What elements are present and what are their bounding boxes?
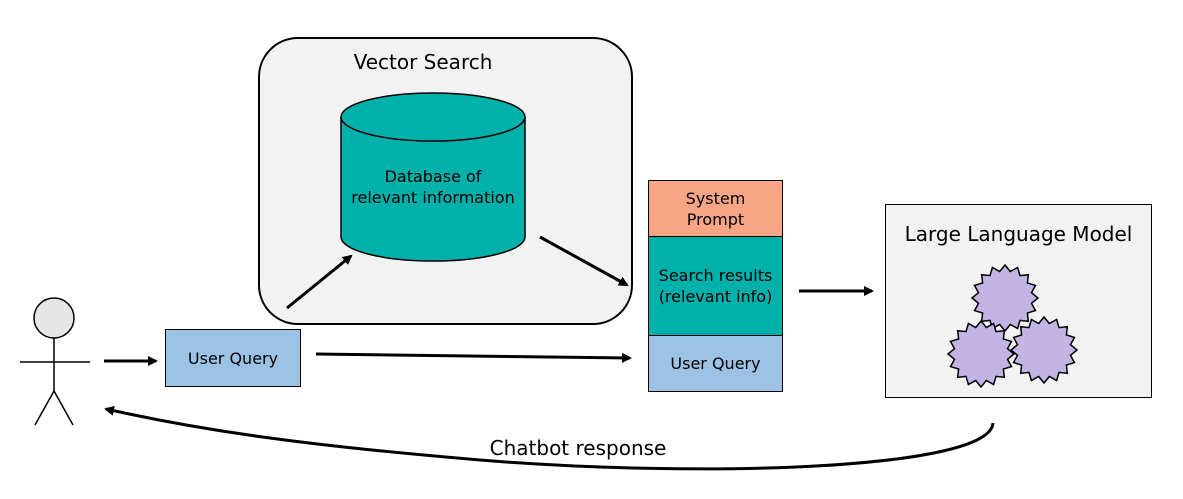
database-cylinder-icon: [340, 92, 526, 262]
database-label-line2: relevant information: [351, 188, 515, 207]
vector-search-title: Vector Search: [353, 50, 493, 74]
user-query-label: User Query: [187, 348, 279, 368]
chatbot-response-label: Chatbot response: [489, 436, 667, 460]
gear-icon: [946, 319, 1016, 389]
arrow-db-to-results: [539, 235, 629, 287]
search-results-line1: Search results: [658, 266, 773, 285]
llm-title: Large Language Model: [904, 222, 1133, 246]
search-results-block: Search results (relevant info): [648, 236, 783, 336]
arrow-query-to-db: [286, 254, 353, 310]
arrow-query-to-prompt: [315, 352, 632, 363]
system-prompt-line2: Prompt: [686, 209, 745, 229]
database-label: Database of relevant information: [340, 166, 526, 208]
system-prompt-block: System Prompt: [648, 180, 783, 237]
database-label-line1: Database of: [384, 167, 482, 186]
arrow-llm-to-user: [104, 405, 995, 471]
llm-gears: [946, 263, 1079, 389]
prompt-user-query-label: User Query: [670, 354, 761, 373]
prompt-user-query-block: User Query: [648, 335, 783, 392]
search-results-line2: (relevant info): [658, 287, 773, 306]
system-prompt-line1: System: [685, 188, 746, 208]
prompt-stack: System Prompt Search results (relevant i…: [648, 180, 783, 392]
user-query-box: User Query: [165, 329, 301, 387]
user-stick-figure-icon: [20, 297, 90, 426]
gear-icon: [1009, 315, 1079, 385]
